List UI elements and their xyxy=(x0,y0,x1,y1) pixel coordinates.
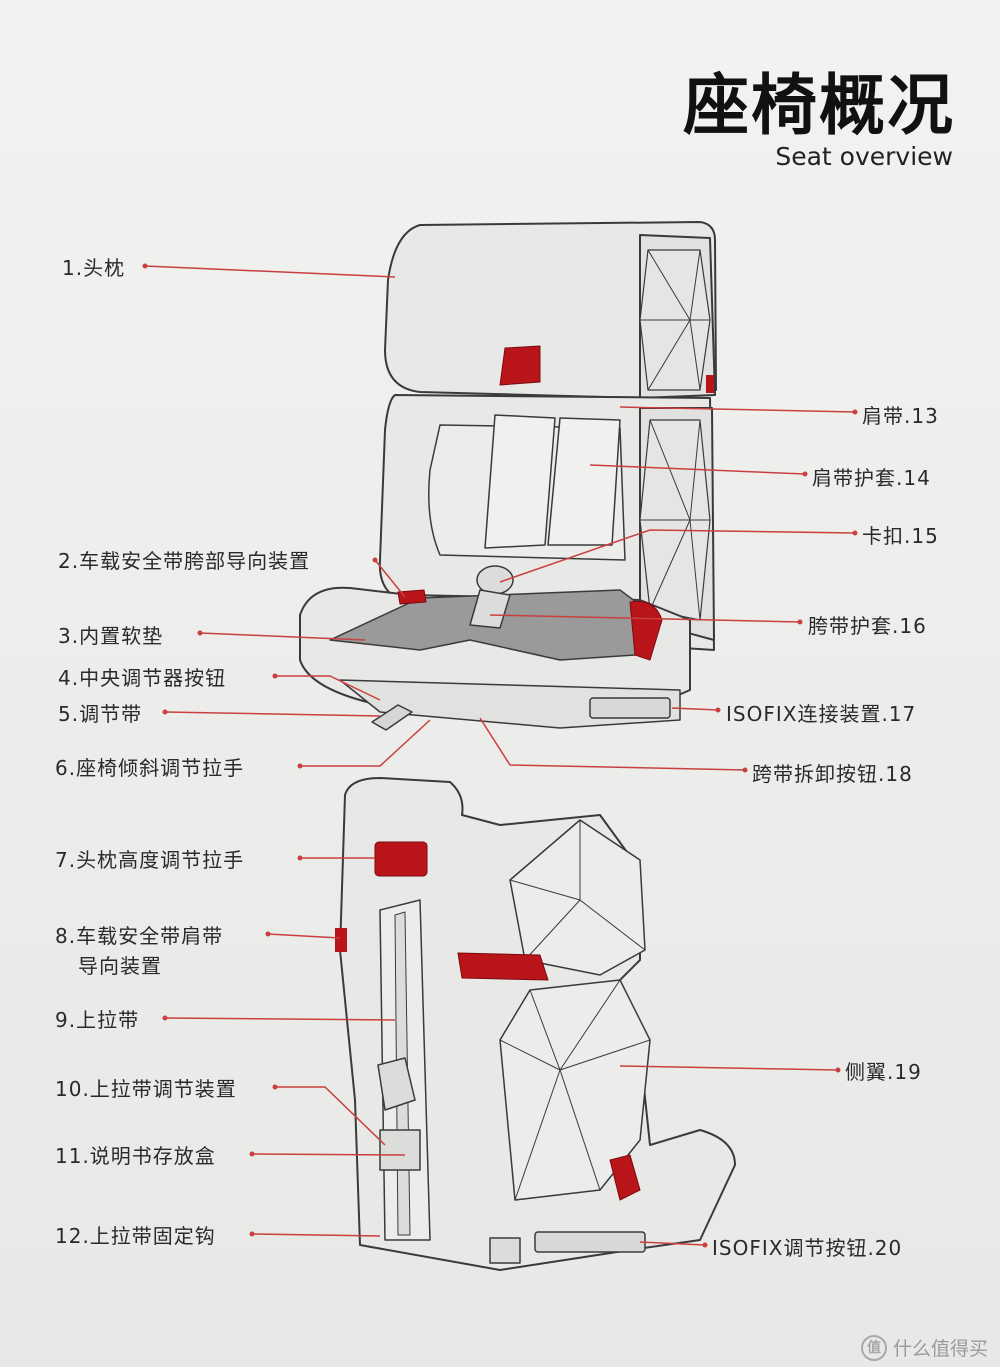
leader-2 xyxy=(374,559,406,598)
label-manual-storage: 11.说明书存放盒 xyxy=(55,1144,216,1168)
label-tether-adjuster: 10.上拉带调节装置 xyxy=(55,1077,237,1101)
label-headrest-height-handle: 7.头枕高度调节拉手 xyxy=(55,848,245,872)
leader-16 xyxy=(489,614,801,623)
front-seat-illustration xyxy=(299,221,717,731)
label-tether-hook: 12.上拉带固定钩 xyxy=(55,1224,216,1248)
leader-11 xyxy=(251,1153,406,1156)
leader-18 xyxy=(479,717,746,771)
label-shoulder-belt: 肩带.13 xyxy=(862,404,939,428)
lap-guide-red xyxy=(397,589,427,605)
shoulder-guide-red xyxy=(457,952,549,981)
leader-20 xyxy=(639,1241,706,1246)
height-handle-red xyxy=(374,841,428,877)
label-recline-handle: 6.座椅倾斜调节拉手 xyxy=(55,756,245,780)
leader-3 xyxy=(199,632,366,641)
label-shoulder-belt-guide-1: 8.车载安全带肩带 xyxy=(55,924,224,948)
leader-1 xyxy=(144,265,396,278)
manual-box-shape xyxy=(379,1129,421,1171)
leader-17 xyxy=(671,707,719,711)
label-central-adjuster-button: 4.中央调节器按钮 xyxy=(58,666,227,690)
leader-12 xyxy=(251,1233,381,1237)
label-isofix-connector: ISOFIX连接装置.17 xyxy=(726,702,917,726)
leader-14 xyxy=(589,464,806,475)
label-adjust-strap: 5.调节带 xyxy=(58,702,143,726)
shoulder-pad-right xyxy=(547,417,621,546)
label-headrest: 1.头枕 xyxy=(62,256,126,280)
zhi-icon: 值 xyxy=(860,1334,887,1361)
label-top-tether: 9.上拉带 xyxy=(55,1008,140,1032)
leader-8 xyxy=(267,933,341,939)
label-lap-release-button: 跨带拆卸按钮.18 xyxy=(752,762,913,786)
label-lap-belt-guide: 2.车载安全带胯部导向装置 xyxy=(58,549,311,573)
leader-13 xyxy=(619,406,856,413)
leader-5 xyxy=(164,711,381,717)
isofix-connector-shape xyxy=(589,697,671,719)
label-buckle: 卡扣.15 xyxy=(862,524,939,548)
leader-19 xyxy=(619,1065,839,1071)
headrest-red xyxy=(499,345,541,386)
leader-lines xyxy=(144,265,856,1246)
label-lap-pad: 胯带护套.16 xyxy=(808,614,927,638)
leader-6 xyxy=(300,719,431,767)
watermark-text: 什么值得买 xyxy=(892,1338,988,1360)
tether-adjuster-shape xyxy=(377,1057,416,1111)
page-subtitle: Seat overview xyxy=(775,142,953,171)
leader-15 xyxy=(499,529,856,583)
leader-4 xyxy=(275,675,381,701)
side-wing-red xyxy=(609,1154,641,1201)
label-side-wing: 侧翼.19 xyxy=(845,1060,922,1084)
label-shoulder-pad: 肩带护套.14 xyxy=(812,466,931,490)
label-inner-cushion: 3.内置软垫 xyxy=(58,624,164,648)
site-watermark: 值 什么值得买 xyxy=(860,1334,988,1361)
lower-hexagon xyxy=(499,979,651,1201)
shoulder-pad-left xyxy=(484,414,556,549)
leader-dots xyxy=(142,263,858,1248)
leader-10 xyxy=(275,1086,386,1146)
label-isofix-adjust-button: ISOFIX调节按钮.20 xyxy=(712,1236,903,1260)
leader-9 xyxy=(164,1017,396,1021)
label-shoulder-belt-guide-2: 导向装置 xyxy=(78,954,162,978)
back-seat-illustration xyxy=(335,777,736,1271)
headrest-shape xyxy=(384,221,717,399)
isofix-button-shape xyxy=(534,1231,646,1253)
page-title: 座椅概况 xyxy=(683,67,955,144)
lap-pad-red xyxy=(629,600,663,661)
